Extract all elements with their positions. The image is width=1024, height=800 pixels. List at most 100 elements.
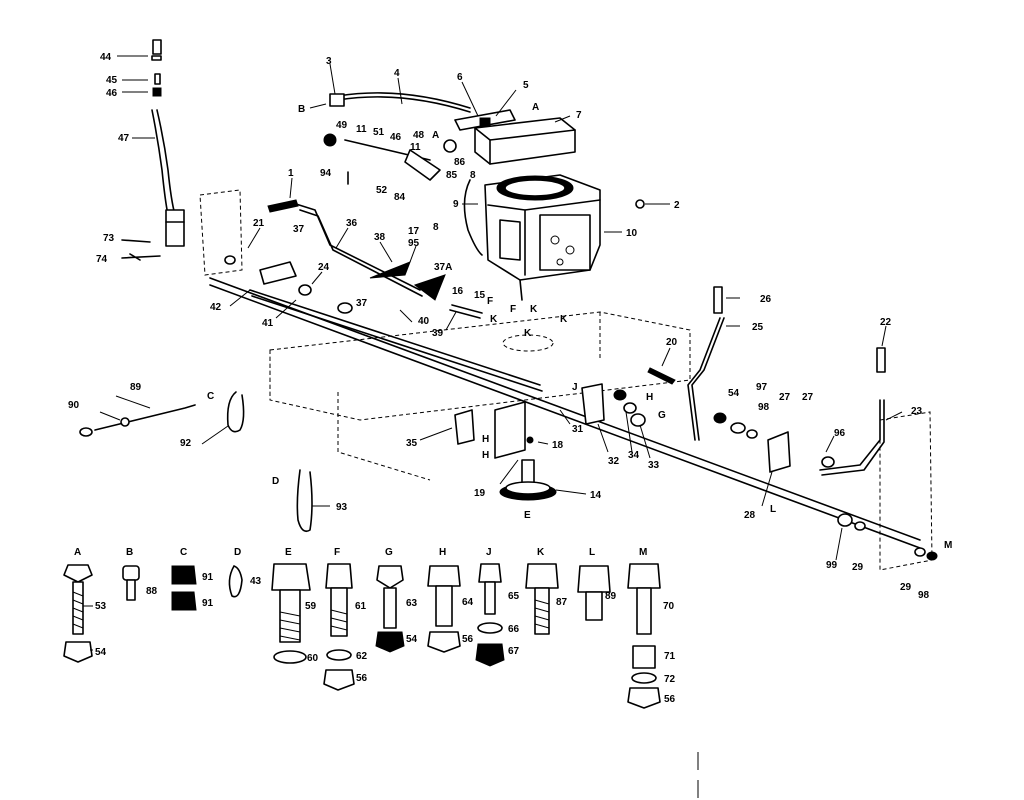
- callout-34: 34: [628, 450, 640, 461]
- hardware-header-M: M: [639, 547, 647, 558]
- callout-27-b: 27: [802, 392, 814, 403]
- hardware-61: 61: [355, 601, 367, 612]
- callout-97: 97: [756, 382, 768, 393]
- callout-11-a: 11: [356, 124, 367, 135]
- hardware-54-b: 54: [406, 634, 418, 645]
- callout-93: 93: [336, 502, 348, 513]
- callout-4: 4: [394, 68, 400, 79]
- callout-37-a: 37: [293, 224, 305, 235]
- callout-F-1: F: [487, 296, 493, 307]
- callout-7: 7: [576, 110, 582, 121]
- shift-lever-assembly: [121, 39, 185, 261]
- callout-10: 10: [626, 228, 638, 239]
- callout-27-a: 27: [779, 392, 791, 403]
- callout-K-4: K: [560, 314, 568, 325]
- callout-6: 6: [457, 72, 463, 83]
- callout-A-clip: A: [432, 130, 439, 141]
- callout-H-b: H: [482, 450, 489, 461]
- brake-bracket: [454, 401, 557, 501]
- callout-25: 25: [752, 322, 764, 333]
- callout-16: 16: [452, 286, 464, 297]
- callout-44: 44: [100, 52, 112, 63]
- callout-26: 26: [760, 294, 772, 305]
- callout-47: 47: [118, 133, 130, 144]
- callout-94: 94: [320, 168, 332, 179]
- callout-33: 33: [648, 460, 660, 471]
- hardware-91-b: 91: [202, 598, 214, 609]
- callout-31: 31: [572, 424, 584, 435]
- hardware-header-L: L: [589, 547, 595, 558]
- callout-48: 48: [413, 130, 425, 141]
- callout-19: 19: [474, 488, 486, 499]
- hardware-67: 67: [508, 646, 520, 657]
- callout-52: 52: [376, 185, 388, 196]
- callout-35: 35: [406, 438, 418, 449]
- callout-H-a: H: [482, 434, 489, 445]
- hardware-60: 60: [307, 653, 319, 664]
- callout-42: 42: [210, 302, 222, 313]
- callout-F-2: F: [510, 304, 516, 315]
- engine: [484, 174, 670, 301]
- callout-85: 85: [446, 170, 458, 181]
- callout-38: 38: [374, 232, 386, 243]
- hardware-header-B: B: [126, 547, 133, 558]
- hardware-header-C: C: [180, 547, 187, 558]
- callout-24: 24: [318, 262, 330, 273]
- hardware-59: 59: [305, 601, 317, 612]
- callout-labels: 44 45 46 47 73 74 3 4 6 5 7 A B 49 11 51…: [68, 52, 952, 705]
- callout-32: 32: [608, 456, 620, 467]
- callout-46-b: 46: [390, 132, 402, 143]
- callout-40: 40: [418, 316, 430, 327]
- callout-2: 2: [674, 200, 680, 211]
- callout-89-drawing: 89: [130, 382, 142, 393]
- callout-8-mid: 8: [433, 222, 439, 233]
- hardware-header-H: H: [439, 547, 446, 558]
- callout-18: 18: [552, 440, 564, 451]
- callout-36: 36: [346, 218, 358, 229]
- callout-11-b: 11: [410, 142, 421, 153]
- hardware-91-a: 91: [202, 572, 214, 583]
- callout-20: 20: [666, 337, 678, 348]
- fuel-tank-assembly: [323, 92, 576, 256]
- callout-23: 23: [911, 406, 923, 417]
- callout-8-top: 8: [470, 170, 476, 181]
- hardware-88: 88: [146, 586, 158, 597]
- callout-86: 86: [454, 157, 466, 168]
- callout-D: D: [272, 476, 279, 487]
- callout-17: 17: [408, 226, 420, 237]
- hardware-87: 87: [556, 597, 568, 608]
- callout-99: 99: [826, 560, 838, 571]
- callout-E: E: [524, 510, 531, 521]
- hardware-62: 62: [356, 651, 368, 662]
- callout-K-2: K: [530, 304, 538, 315]
- callout-96: 96: [834, 428, 846, 439]
- callout-28: 28: [744, 510, 756, 521]
- callout-95: 95: [408, 238, 420, 249]
- hardware-54: 54: [95, 647, 107, 658]
- callout-9: 9: [453, 199, 459, 210]
- callout-5: 5: [523, 80, 529, 91]
- callout-92: 92: [180, 438, 192, 449]
- hardware-63: 63: [406, 598, 418, 609]
- callout-29-a: 29: [852, 562, 864, 573]
- callout-29-b: 29: [900, 582, 912, 593]
- loose-parts-left: [79, 391, 313, 533]
- hardware-header-J: J: [486, 547, 492, 558]
- hardware-53: 53: [95, 601, 107, 612]
- callout-49: 49: [336, 120, 348, 131]
- leader-lines: [83, 55, 903, 651]
- right-lever-assembly: [581, 286, 938, 561]
- callout-74: 74: [96, 254, 108, 265]
- callout-15: 15: [474, 290, 486, 301]
- callout-14: 14: [590, 490, 602, 501]
- callout-46: 46: [106, 88, 118, 99]
- callout-K-1: K: [490, 314, 498, 325]
- callout-3: 3: [326, 56, 332, 67]
- callout-H-right: H: [646, 392, 653, 403]
- hardware-56-b: 56: [462, 634, 474, 645]
- callout-37-b: 37: [356, 298, 368, 309]
- hardware-64: 64: [462, 597, 474, 608]
- callout-73: 73: [103, 233, 115, 244]
- pedal-linkage: [224, 199, 543, 392]
